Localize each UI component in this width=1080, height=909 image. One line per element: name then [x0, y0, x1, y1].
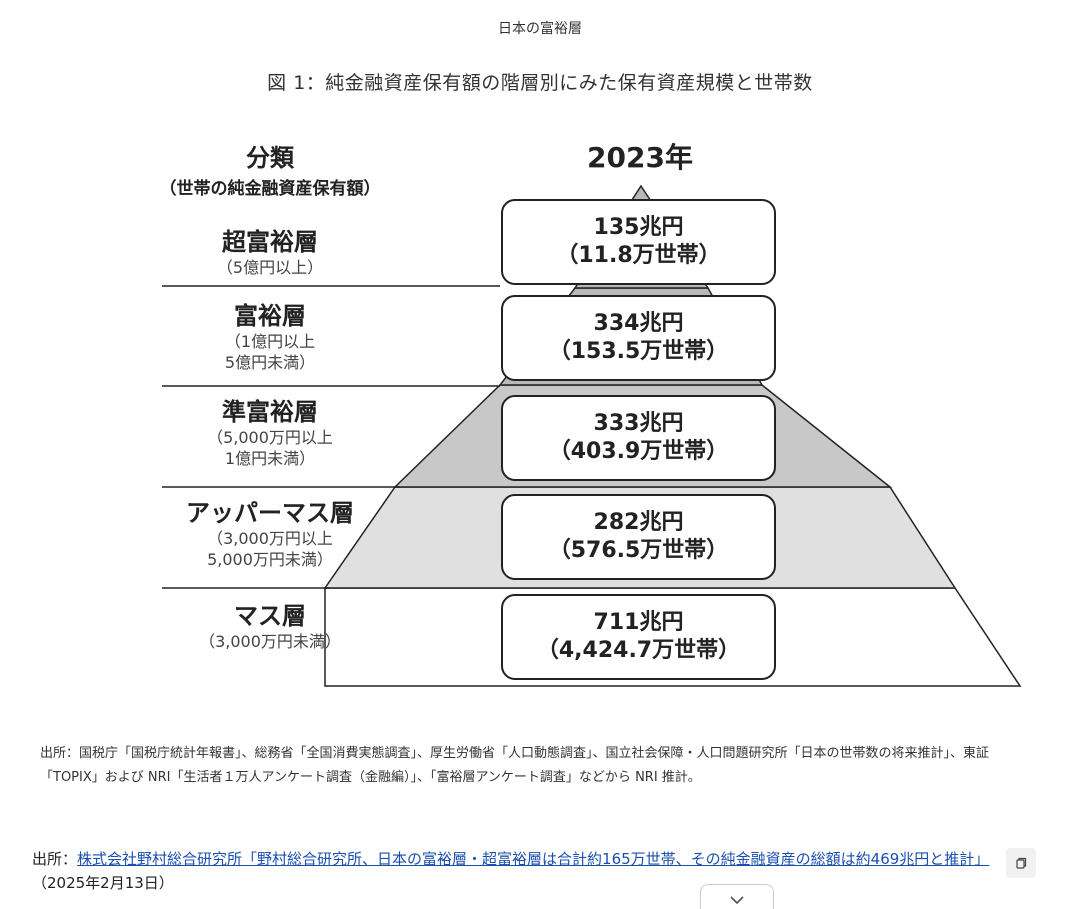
citation-prefix: 出所： [32, 850, 78, 868]
year-header: 2023年 [587, 141, 693, 174]
tier-value-box-semi-affluent: 333兆円 （403.9万世帯） [501, 395, 776, 481]
tier-range: 5億円未満） [224, 353, 316, 372]
tier-label-affluent: 富裕層 （1億円以上 5億円未満） [150, 296, 390, 373]
tier-value-box-affluent: 334兆円 （153.5万世帯） [501, 295, 776, 381]
tier-range: 5,000万円未満） [207, 550, 333, 569]
tier-range: （5億円以上） [216, 258, 324, 277]
tier-range: （3,000万円未満） [199, 632, 341, 651]
figure-title: 図 1：純金融資産保有額の階層別にみた保有資産規模と世帯数 [267, 72, 813, 94]
copy-button[interactable] [1006, 848, 1036, 878]
collapse-button[interactable] [700, 884, 774, 909]
tier-label-upper-mass: アッパーマス層 （3,000万円以上 5,000万円未満） [150, 493, 390, 570]
copy-icon [1016, 857, 1027, 869]
tier-amount: 333兆円 [593, 411, 684, 436]
category-header: 分類 [246, 144, 294, 172]
tier-range: 1億円未満） [224, 449, 316, 468]
tier-amount: 282兆円 [593, 510, 684, 535]
tier-amount: 334兆円 [593, 311, 684, 336]
tier-label-semi-affluent: 準富裕層 （5,000万円以上 1億円未満） [150, 392, 390, 469]
tier-name: 準富裕層 [222, 398, 318, 426]
tier-households: （153.5万世帯） [548, 339, 729, 364]
tier-households: （4,424.7万世帯） [536, 638, 741, 663]
tier-name: 超富裕層 [222, 228, 318, 256]
category-subheader: （世帯の純金融資産保有額） [159, 179, 381, 199]
tier-value-box-mass: 711兆円 （4,424.7万世帯） [501, 594, 776, 680]
citation: 出所：株式会社野村総合研究所「野村総合研究所、日本の富裕層・超富裕層は合計約16… [32, 847, 992, 895]
tier-households: （11.8万世帯） [556, 243, 721, 268]
tier-name: マス層 [234, 602, 306, 630]
tier-label-mass: マス層 （3,000万円未満） [150, 596, 390, 652]
chevron-down-icon [730, 896, 744, 905]
tier-range: （5,000万円以上 [207, 428, 333, 447]
tier-value-box-super-affluent: 135兆円 （11.8万世帯） [501, 199, 776, 285]
tier-households: （576.5万世帯） [548, 538, 729, 563]
tier-range: （3,000万円以上 [207, 529, 333, 548]
source-note: 出所：国税庁「国税庁統計年報書」、総務省「全国消費実態調査」、厚生労働省「人口動… [40, 746, 990, 785]
citation-date: （2025年2月13日） [32, 874, 174, 892]
citation-link[interactable]: 株式会社野村総合研究所「野村総合研究所、日本の富裕層・超富裕層は合計約165万世… [77, 850, 990, 868]
tier-amount: 711兆円 [593, 610, 684, 635]
tier-value-box-upper-mass: 282兆円 （576.5万世帯） [501, 494, 776, 580]
tier-label-super-affluent: 超富裕層 （5億円以上） [150, 222, 390, 278]
tier-households: （403.9万世帯） [548, 439, 729, 464]
tier-name: アッパーマス層 [186, 499, 354, 527]
tier-name: 富裕層 [234, 302, 306, 330]
tier-amount: 135兆円 [593, 215, 684, 240]
page-heading: 日本の富裕層 [498, 21, 582, 37]
tier-range: （1億円以上 [224, 332, 316, 351]
